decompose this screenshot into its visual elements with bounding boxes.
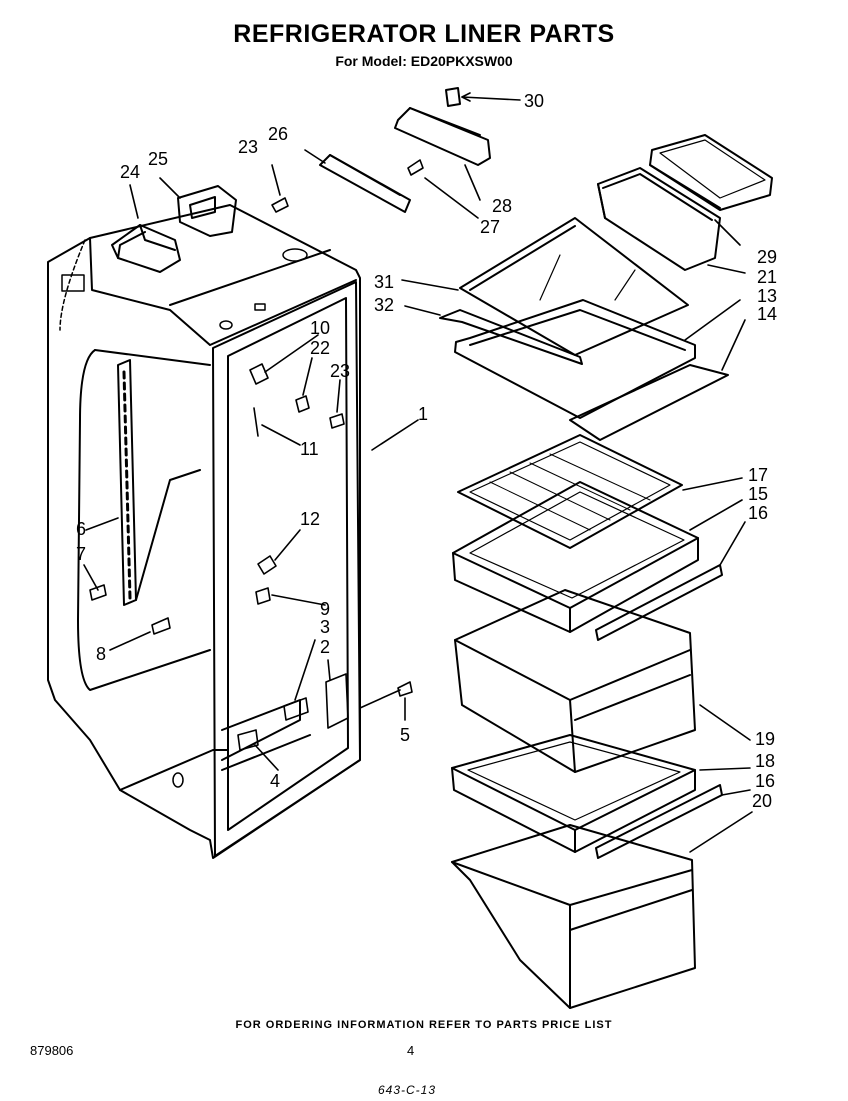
callout-21: 21 (757, 267, 777, 287)
callout-12: 12 (300, 509, 320, 529)
callout-15: 15 (748, 484, 768, 504)
divider-rail-part-16a (595, 564, 723, 641)
glass-shelf-part-13 (439, 217, 729, 441)
ice-bin-part-21 (597, 167, 721, 271)
callout-16a: 16 (748, 503, 768, 523)
callout-10: 10 (310, 318, 330, 338)
callout-7: 7 (76, 544, 86, 564)
callout-4: 4 (270, 771, 280, 791)
callout-1: 1 (418, 404, 428, 424)
callout-17: 17 (748, 465, 768, 485)
ice-tray-part-29 (649, 134, 773, 211)
callout-24: 24 (120, 162, 140, 182)
page-title: REFRIGERATOR LINER PARTS (233, 20, 615, 48)
callout-6: 6 (76, 519, 86, 539)
model-line: For Model: ED20PKXSW00 (335, 53, 513, 69)
callout-14: 14 (757, 304, 777, 324)
callout-32: 32 (374, 295, 394, 315)
meat-drawer-part-20 (451, 824, 696, 1009)
callout-3: 3 (320, 617, 330, 637)
page-number: 4 (407, 1043, 415, 1058)
callout-numbers: 30 26 23 25 24 28 27 29 21 31 13 32 14 1… (76, 91, 777, 811)
crisper-drawer-part-19 (454, 589, 696, 773)
callout-27: 27 (480, 217, 500, 237)
callout-23a: 23 (238, 137, 258, 157)
callout-30: 30 (524, 91, 544, 111)
callout-31: 31 (374, 272, 394, 292)
refrigerator-liner (47, 204, 361, 859)
crisper-cover-part-18 (451, 734, 696, 853)
callout-22: 22 (310, 338, 330, 358)
callout-23b: 23 (330, 361, 350, 381)
shelf-ladder-part-6 (117, 359, 201, 606)
handwritten-code: 643-C-13 (378, 1083, 437, 1097)
callout-28: 28 (492, 196, 512, 216)
callout-9: 9 (320, 599, 330, 619)
wire-shelf-part-17 (457, 434, 683, 549)
callout-19: 19 (755, 729, 775, 749)
callout-29: 29 (757, 247, 777, 267)
screws-and-clips (89, 159, 424, 751)
callout-20: 20 (752, 791, 772, 811)
callout-13: 13 (757, 286, 777, 306)
callout-8: 8 (96, 644, 106, 664)
callout-18: 18 (755, 751, 775, 771)
divider-rail-part-16b (595, 784, 723, 859)
callout-25: 25 (148, 149, 168, 169)
callout-26: 26 (268, 124, 288, 144)
callout-2: 2 (320, 637, 330, 657)
document-number: 879806 (30, 1043, 74, 1058)
callout-16b: 16 (755, 771, 775, 791)
callout-11: 11 (300, 439, 319, 459)
top-rails-parts-26-28-30 (319, 87, 491, 213)
crisper-cover-frame-part-15 (452, 481, 699, 633)
light-housing-parts-24-25 (111, 185, 237, 273)
callout-leader-lines (83, 92, 753, 853)
ordering-note: FOR ORDERING INFORMATION REFER TO PARTS … (235, 1019, 613, 1031)
callout-5: 5 (400, 725, 410, 745)
